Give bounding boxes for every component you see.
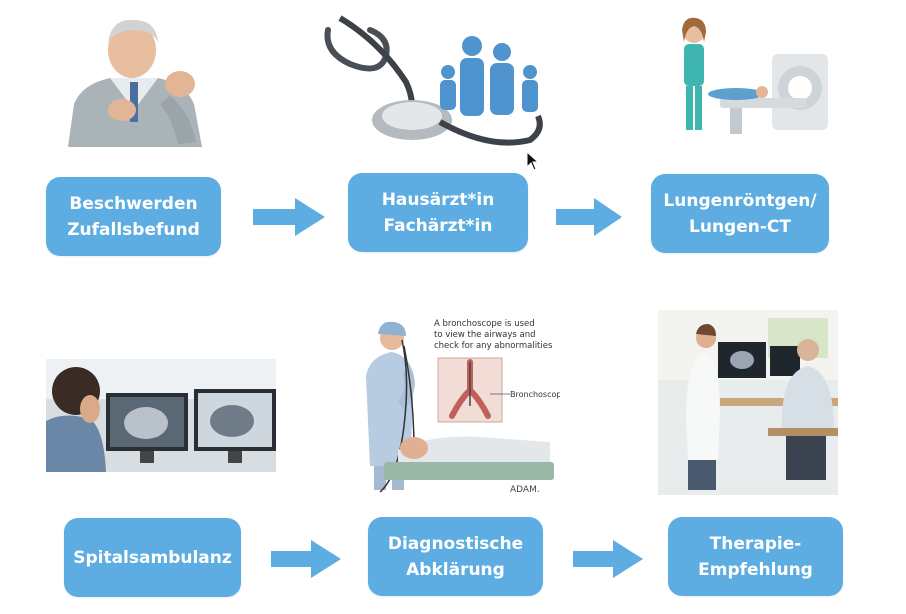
mouse-cursor-icon — [526, 151, 540, 171]
arrow-right-icon — [253, 198, 325, 236]
step-spitalsambulanz-line1: Spitalsambulanz — [73, 547, 232, 568]
bronchoscope-label: Bronchoscope — [510, 390, 560, 399]
step-diagnostische-box: Diagnostische Abklärung — [368, 517, 543, 596]
step-beschwerden-line2: Zufallsbefund — [67, 219, 200, 240]
adam-credit: ADAM. — [510, 485, 540, 494]
step-hausarzt-box: Hausärzt*in Fachärzt*in — [348, 173, 528, 252]
ct-scanner-icon — [682, 17, 828, 134]
step-hausarzt-line1: Hausärzt*in — [381, 189, 495, 210]
arrow-right-icon — [556, 198, 622, 236]
step-therapie-line2: Empfehlung — [698, 559, 813, 580]
arrow-right-icon — [573, 540, 643, 578]
step-therapie-line1: Therapie- — [709, 533, 802, 554]
doctor-consultation-icon — [658, 310, 838, 495]
stethoscope-family-icon — [324, 15, 543, 146]
bronchoscope-caption-line2: to view the airways and — [434, 330, 536, 340]
bronchoscopy-icon: A bronchoscope is used to view the airwa… — [366, 319, 560, 494]
step-spitalsambulanz-box: Spitalsambulanz — [64, 518, 241, 597]
step-diagnostische-line2: Abklärung — [406, 559, 505, 580]
coughing-man-icon — [68, 19, 202, 147]
bronchoscope-caption-line1: A bronchoscope is used — [434, 319, 535, 329]
step-lungenroentgen-line2: Lungen-CT — [689, 216, 791, 237]
arrow-right-icon — [271, 540, 341, 578]
radiology-monitors-icon — [46, 359, 276, 472]
bronchoscope-caption-line3: check for any abnormalities — [434, 341, 553, 351]
step-lungenroentgen-box: Lungenröntgen/ Lungen-CT — [651, 174, 829, 253]
step-therapie-box: Therapie- Empfehlung — [668, 517, 843, 596]
step-beschwerden-box: Beschwerden Zufallsbefund — [46, 177, 221, 256]
step-hausarzt-line2: Fachärzt*in — [383, 215, 493, 236]
step-lungenroentgen-line1: Lungenröntgen/ — [663, 190, 817, 211]
step-beschwerden-line1: Beschwerden — [69, 193, 198, 214]
step-diagnostische-line1: Diagnostische — [387, 533, 524, 554]
